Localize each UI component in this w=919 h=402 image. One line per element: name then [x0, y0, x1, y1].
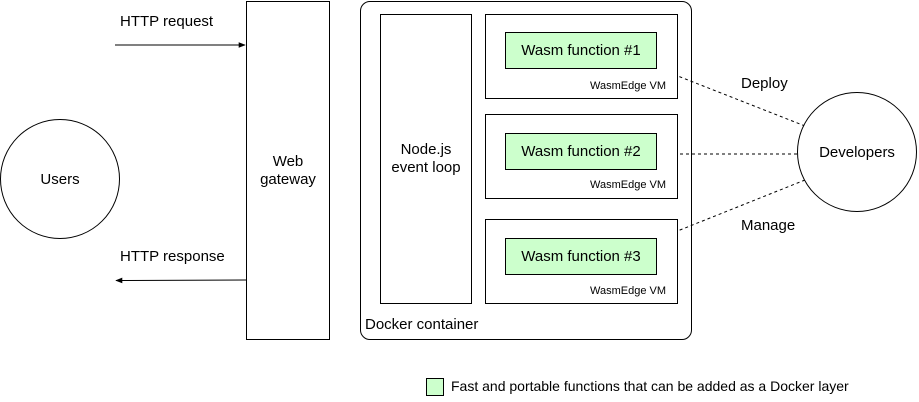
wasm-function-1-label: Wasm function #1: [521, 42, 641, 59]
manage-label: Manage: [741, 217, 796, 234]
wasmedge-vm-1-label: WasmEdge VM: [590, 80, 667, 92]
docker-container: [360, 1, 692, 340]
nodejs-event-loop: Node.js event loop: [380, 14, 472, 304]
developers-node: Developers: [797, 92, 917, 212]
docker-container-label: Docker container: [365, 316, 479, 333]
nodejs-label-line1: Node.js: [400, 141, 452, 158]
users-label: Users: [40, 170, 80, 188]
deploy-arrow: [659, 68, 806, 127]
http-response-arrow: [115, 277, 247, 284]
developers-label: Developers: [819, 143, 895, 161]
manage-arrow: [659, 179, 806, 239]
wasm-function-1: Wasm function #1: [505, 32, 657, 69]
deploy-label: Deploy: [741, 75, 788, 92]
http-response-label: HTTP response: [120, 248, 225, 265]
nodejs-label-line2: event loop: [391, 159, 461, 176]
wasm-function-2: Wasm function #2: [505, 133, 657, 170]
http-request-label: HTTP request: [120, 13, 214, 30]
wasmedge-vm-2-label: WasmEdge VM: [590, 179, 667, 191]
wasm-function-2-label: Wasm function #2: [521, 143, 641, 160]
gateway-label-line2: gateway: [260, 170, 316, 188]
users-node: Users: [0, 119, 120, 239]
wasmedge-vm-3-label: WasmEdge VM: [590, 285, 667, 297]
gateway-label-line1: Web: [272, 152, 304, 170]
legend-swatch: [426, 378, 444, 396]
legend-text: Fast and portable functions that can be …: [451, 378, 849, 394]
wasm-function-3-label: Wasm function #3: [521, 248, 641, 265]
wasm-function-3: Wasm function #3: [505, 238, 657, 275]
web-gateway-node: Web gateway: [246, 1, 330, 340]
